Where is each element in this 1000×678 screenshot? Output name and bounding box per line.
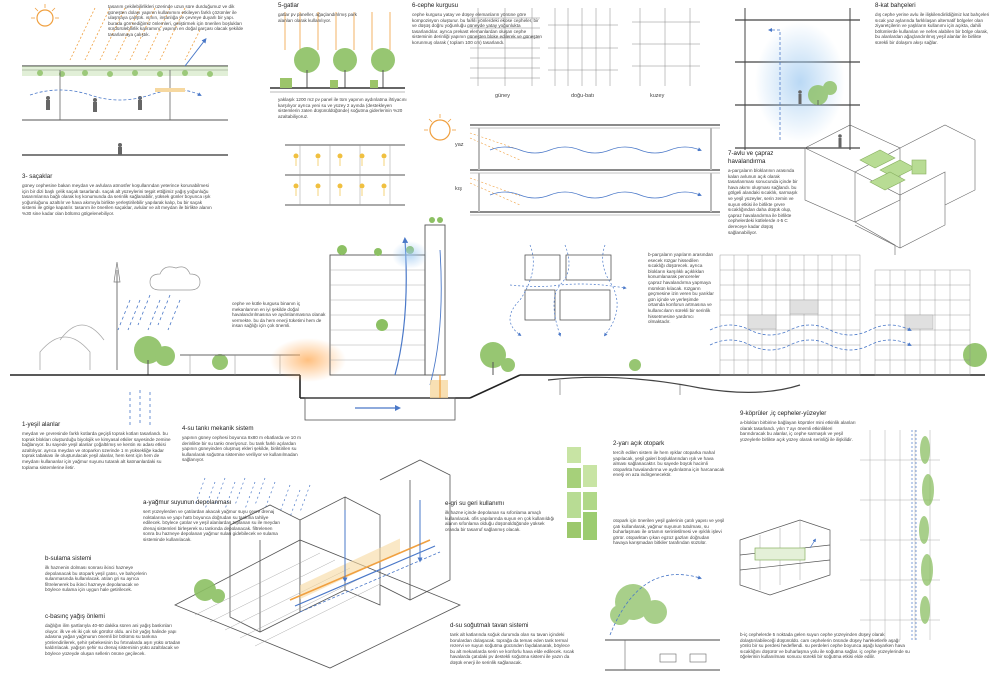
canopy-section-drawing (22, 4, 228, 156)
intro-body: tasarım çekilebilirlikleri üzerinde uzun… (108, 4, 244, 37)
section-9-text: 9-köprüler ,iç cepheler-yüzeyler a-blokl… (740, 410, 858, 442)
section-5-body-block: yaklaşık 1200 m2 pv panel ile tüm yapını… (278, 97, 413, 119)
section-6-text: 6-cephe kurgusu cephe kurgusu yatay ve d… (412, 2, 542, 46)
parking-green-strip (567, 447, 597, 540)
sky-garden-section-drawing (735, 8, 860, 150)
section-9-text-b: b-iç cephelerde 5 noktada gelen suyun ce… (740, 632, 910, 660)
section-3-title: 3- saçaklar (22, 173, 53, 180)
section-2-text-b: otopark için önerilen yeşil galerinin ça… (613, 518, 725, 546)
section-4-title: 4-su tankı mekanik sistem (182, 425, 254, 432)
section-b-body: b-parçaların yapıların arasından esecek … (648, 252, 714, 325)
section-9-body: a-blokları birbirine bağlayan köprüler m… (740, 420, 856, 442)
facade-grid-south (470, 8, 540, 86)
section-b-text: b-parçaların yapıların arasından esecek … (648, 252, 714, 325)
parking-section-drawing (605, 574, 720, 671)
section-2-body: tercih edilen sistem ile hem ışıklar oto… (613, 450, 725, 478)
section-b-sulama-text: b-sulama sistemi ilk haznenin dolması so… (45, 555, 150, 593)
courtyard-axonometric-drawing (804, 124, 976, 255)
inner-facade-green-wall (860, 430, 940, 640)
section-2-text: 2-yarı açık otopark tercih edilen sistem… (613, 440, 725, 478)
section-c-title: c-basınç yağış önlemi (45, 613, 105, 620)
facade-grid-north (632, 8, 700, 86)
section-8-body: dış cephe yerine avlu ile ilişkilendiril… (875, 12, 990, 45)
section-1-body: meydan ve çevresinde farklı kotlarda geç… (22, 431, 171, 470)
section-5-title: 5-gatlar (278, 2, 299, 9)
section-1-text: 1-yeşil alanlar meydan ve çevresinde far… (22, 421, 172, 470)
label-summer: yaz (455, 142, 464, 148)
wind-plan-diagram (509, 244, 627, 337)
label-south: güney (495, 93, 510, 99)
facade-grid-drawings (470, 8, 700, 86)
section-2-title: 2-yarı açık otopark (613, 440, 665, 447)
roof-section-drawing (270, 12, 405, 206)
label-east-west: doğu-batı (571, 93, 595, 99)
section-6-title: 6-cephe kurgusu (412, 2, 459, 9)
section-mid-text: cephe ve kütle kurgusu binanın iç mekanl… (232, 301, 327, 329)
main-site-section (10, 217, 987, 427)
section-5-text: 5-gatlar gatlar pv paneller, ağaçlandırı… (278, 2, 368, 23)
section-b-sulama-body: ilk haznenin dolması sonrası ikinci hazn… (45, 565, 147, 593)
section-7-title: 7-avlu ve çapraz havalandırma (728, 150, 774, 165)
section-3-text: 3- saçaklar güney cephesine bakan meydan… (22, 173, 217, 217)
section-a-title: a-yağmur suyunun depolanması (143, 499, 232, 506)
section-a-text: a-yağmur suyunun depolanması sert yüzeyl… (143, 499, 283, 543)
section-8-text: 8-kat bahçeleri dış cephe yerine avlu il… (875, 2, 993, 46)
section-8-title: 8-kat bahçeleri (875, 2, 916, 9)
section-5-intro: gatlar pv paneller, ağaçlandırılmış park… (278, 12, 357, 23)
section-6-body: cephe kurgusu yatay ve düşey elemanların… (412, 12, 542, 45)
facade-elevations (709, 254, 971, 376)
section-e-body: ilk hazne içinde depolanan su sıfonlama … (445, 510, 555, 532)
section-9-title: 9-köprüler ,iç cepheler-yüzeyler (740, 410, 827, 417)
section-mid-body: cephe ve kütle kurgusu binanın iç mekanl… (232, 301, 326, 329)
intro-text: tasarım çekilebilirlikleri üzerinde uzun… (108, 4, 246, 38)
section-e-title: e-gri su geri kullanımı (445, 500, 505, 507)
bridge-axonometric (739, 519, 831, 596)
section-5-body: yaklaşık 1200 m2 pv panel ile tüm yapını… (278, 97, 407, 119)
section-7-text: 7-avlu ve çapraz havalandırma a-parçalar… (728, 150, 800, 235)
section-9-body2: b-iç cephelerde 5 noktada gelen suyun ce… (740, 632, 910, 660)
water-tank-axonometric (174, 459, 461, 669)
section-a-body: sert yüzeylerden ve çatılardan akacak ya… (143, 509, 280, 542)
section-d-title: d-su soğutmalı tavan sistemi (450, 622, 529, 629)
section-3-body: güney cephesine bakan meydan ve avlulara… (22, 183, 212, 216)
section-d-text: d-su soğutmalı tavan sistemi tank alt ka… (450, 622, 575, 666)
facade-section-drawing (424, 114, 720, 216)
section-e-text: e-gri su geri kullanımı ilk hazne içinde… (445, 500, 557, 532)
section-b-sulama-title: b-sulama sistemi (45, 555, 92, 562)
label-winter: kış (455, 186, 463, 192)
section-2-body2: otopark için önerilen yeşil galerinin ça… (613, 518, 725, 546)
section-4-body: yapının güney cephesi boyunca 8x80 m eba… (182, 435, 302, 463)
facade-grid-east-west (548, 8, 618, 86)
section-d-body: tank alt katlarında soğuk durumda olan s… (450, 632, 575, 665)
label-north: kuzey (650, 93, 665, 99)
section-4-text: 4-su tankı mekanik sistem yapının güney … (182, 425, 302, 463)
section-c-text: c-basınç yağış önlemi dağlığın ilim şart… (45, 613, 185, 657)
section-7-body: a-parçaların bloklarının arasında kalan … (728, 168, 798, 235)
section-1-title: 1-yeşil alanlar (22, 421, 61, 428)
section-c-body: dağlığın ilim şartlarıyla 40-60 dakika s… (45, 623, 181, 656)
